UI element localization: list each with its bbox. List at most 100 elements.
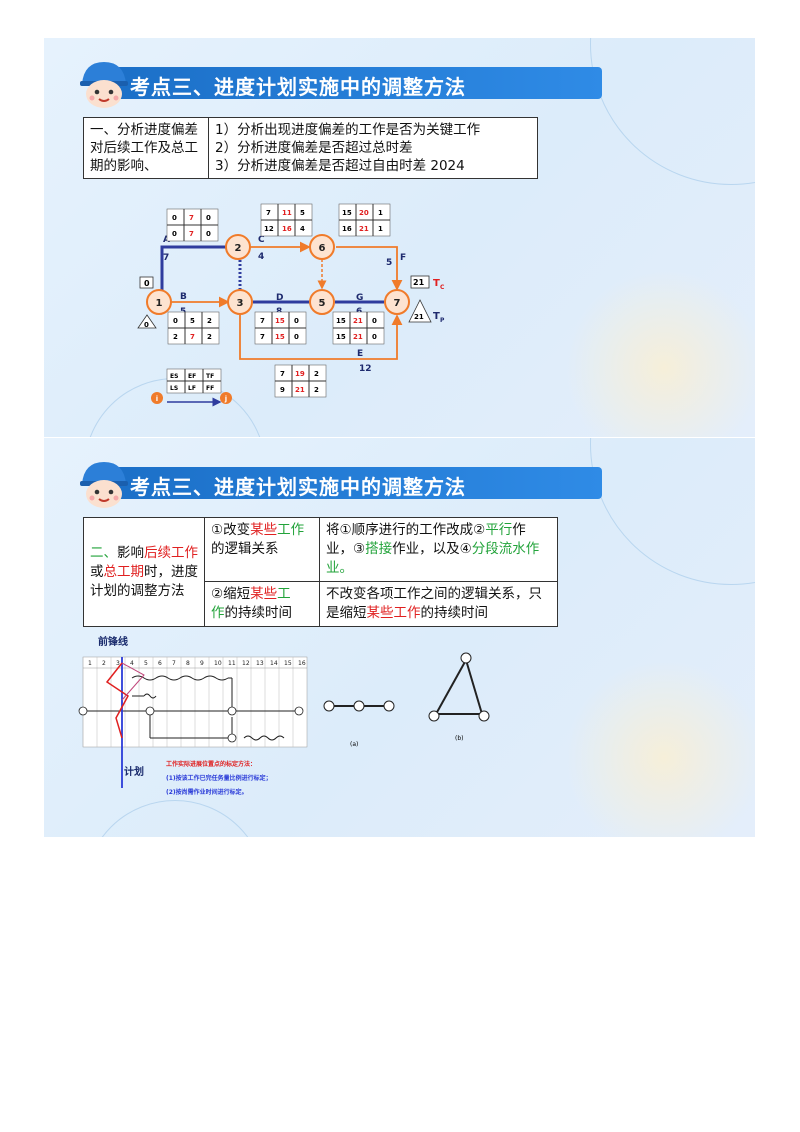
svg-text:EF: EF bbox=[188, 373, 196, 380]
tp-label: T bbox=[433, 311, 440, 322]
frontline-note-1: (1)按该工作已完任务量比例进行标定； bbox=[166, 774, 272, 782]
svg-text:0: 0 bbox=[294, 317, 299, 325]
activity-d-name: D bbox=[276, 293, 283, 303]
svg-text:7: 7 bbox=[280, 370, 285, 378]
timescale-column-label: 15 bbox=[284, 660, 292, 667]
svg-text:21: 21 bbox=[353, 333, 363, 341]
svg-text:2: 2 bbox=[207, 333, 212, 341]
tp-subscript: P bbox=[440, 317, 445, 324]
slide-2: 考点三、进度计划实施中的调整方法 二、影响后续工作或总工期时，进度计划的调整方法… bbox=[44, 438, 755, 837]
svg-text:5: 5 bbox=[319, 298, 326, 309]
start-time-box bbox=[139, 276, 154, 289]
decor-glow bbox=[564, 658, 755, 837]
mascot-icon bbox=[80, 62, 128, 108]
svg-text:FF: FF bbox=[206, 385, 214, 392]
start-time-value: 0 bbox=[144, 279, 150, 288]
svg-text:9: 9 bbox=[280, 386, 285, 394]
svg-text:TF: TF bbox=[206, 373, 214, 380]
svg-text:0: 0 bbox=[372, 333, 377, 341]
analysis-items: 1）分析出现进度偏差的工作是否为关键工作 2）分析进度偏差是否超过总时差 3）分… bbox=[208, 117, 538, 179]
decor-glow bbox=[564, 268, 755, 437]
activity-a-name: A bbox=[163, 235, 170, 245]
timescale-column-label: 1 bbox=[88, 660, 92, 667]
timescale-column-label: 2 bbox=[102, 660, 106, 667]
tp-triangle bbox=[408, 299, 432, 323]
timescale-column-label: 13 bbox=[256, 660, 264, 667]
svg-text:21: 21 bbox=[295, 386, 305, 394]
slide-1: 考点三、进度计划实施中的调整方法 一、分析进度偏差对后续工作及总工期的影响、 1… bbox=[44, 38, 755, 437]
svg-text:7: 7 bbox=[266, 209, 271, 217]
svg-text:7: 7 bbox=[394, 298, 401, 309]
svg-text:15: 15 bbox=[275, 333, 285, 341]
frontline-note-title: 工作实际进展位置点的标定方法： bbox=[166, 760, 256, 768]
svg-text:1: 1 bbox=[378, 209, 383, 217]
svg-text:1: 1 bbox=[156, 298, 163, 309]
timescale-column-label: 3 bbox=[116, 660, 120, 667]
timescale-column-label: 8 bbox=[186, 660, 190, 667]
svg-text:7: 7 bbox=[189, 230, 194, 238]
slide-title: 考点三、进度计划实施中的调整方法 bbox=[130, 75, 466, 99]
legend-node-j: j bbox=[220, 392, 232, 404]
svg-text:6: 6 bbox=[319, 243, 326, 254]
activity-c-duration: 4 bbox=[258, 252, 264, 262]
svg-text:19: 19 bbox=[295, 370, 305, 378]
frontline-polyline bbox=[105, 662, 129, 739]
start-triangle bbox=[137, 314, 157, 329]
node-1: 1 bbox=[146, 289, 172, 315]
svg-text:j: j bbox=[224, 395, 227, 403]
svg-text:0: 0 bbox=[372, 317, 377, 325]
svg-text:15: 15 bbox=[336, 317, 346, 325]
timescale-column-label: 16 bbox=[298, 660, 306, 667]
mascot-icon bbox=[80, 462, 128, 508]
activity-e-name: E bbox=[357, 349, 363, 359]
timescale-nodes bbox=[78, 706, 304, 743]
legend-box: ES EF TF LS LF FF bbox=[166, 368, 222, 394]
svg-text:计划: 计划 bbox=[124, 765, 144, 778]
activity-a-duration: 7 bbox=[163, 253, 169, 263]
svg-text:3: 3 bbox=[237, 298, 244, 309]
analysis-table: 一、分析进度偏差对后续工作及总工期的影响、 1）分析出现进度偏差的工作是否为关键… bbox=[83, 117, 538, 179]
svg-text:12: 12 bbox=[264, 225, 274, 233]
svg-text:LS: LS bbox=[170, 385, 178, 392]
analysis-item: 2）分析进度偏差是否超过总时差 bbox=[215, 140, 413, 156]
svg-text:LF: LF bbox=[188, 385, 196, 392]
svg-text:7: 7 bbox=[260, 333, 265, 341]
method-shorten-description: 不改变各项工作之间的逻辑关系，只是缩短某些工作的持续时间 bbox=[319, 581, 558, 627]
svg-text:0: 0 bbox=[172, 230, 177, 238]
svg-text:5: 5 bbox=[300, 209, 305, 217]
diagram-b: (b) bbox=[428, 652, 490, 742]
analysis-item: 3）分析进度偏差是否超过自由时差 2024 bbox=[215, 158, 465, 174]
tc-label: T bbox=[433, 278, 440, 289]
activity-b-name: B bbox=[180, 292, 187, 302]
svg-text:1: 1 bbox=[378, 225, 383, 233]
title-banner bbox=[106, 467, 602, 499]
activity-arrow-e bbox=[239, 314, 403, 360]
node-6: 6 bbox=[309, 234, 335, 260]
svg-text:0: 0 bbox=[173, 317, 178, 325]
tp-value: 21 bbox=[414, 313, 424, 321]
svg-text:ES: ES bbox=[170, 373, 178, 380]
svg-text:20: 20 bbox=[359, 209, 369, 217]
diagram-a: (a) bbox=[323, 700, 395, 748]
tc-box bbox=[410, 275, 430, 289]
svg-text:11: 11 bbox=[282, 209, 292, 217]
slide-title: 考点三、进度计划实施中的调整方法 bbox=[130, 475, 466, 499]
node-3: 3 bbox=[227, 289, 253, 315]
svg-text:2: 2 bbox=[173, 333, 178, 341]
start-triangle-value: 0 bbox=[144, 321, 149, 329]
svg-text:7: 7 bbox=[260, 317, 265, 325]
diagram-a-caption: (a) bbox=[350, 741, 358, 748]
activity-g-name: G bbox=[356, 293, 363, 303]
svg-text:7: 7 bbox=[189, 214, 194, 222]
svg-text:2: 2 bbox=[314, 370, 319, 378]
timescale-column-label: 11 bbox=[228, 660, 236, 667]
